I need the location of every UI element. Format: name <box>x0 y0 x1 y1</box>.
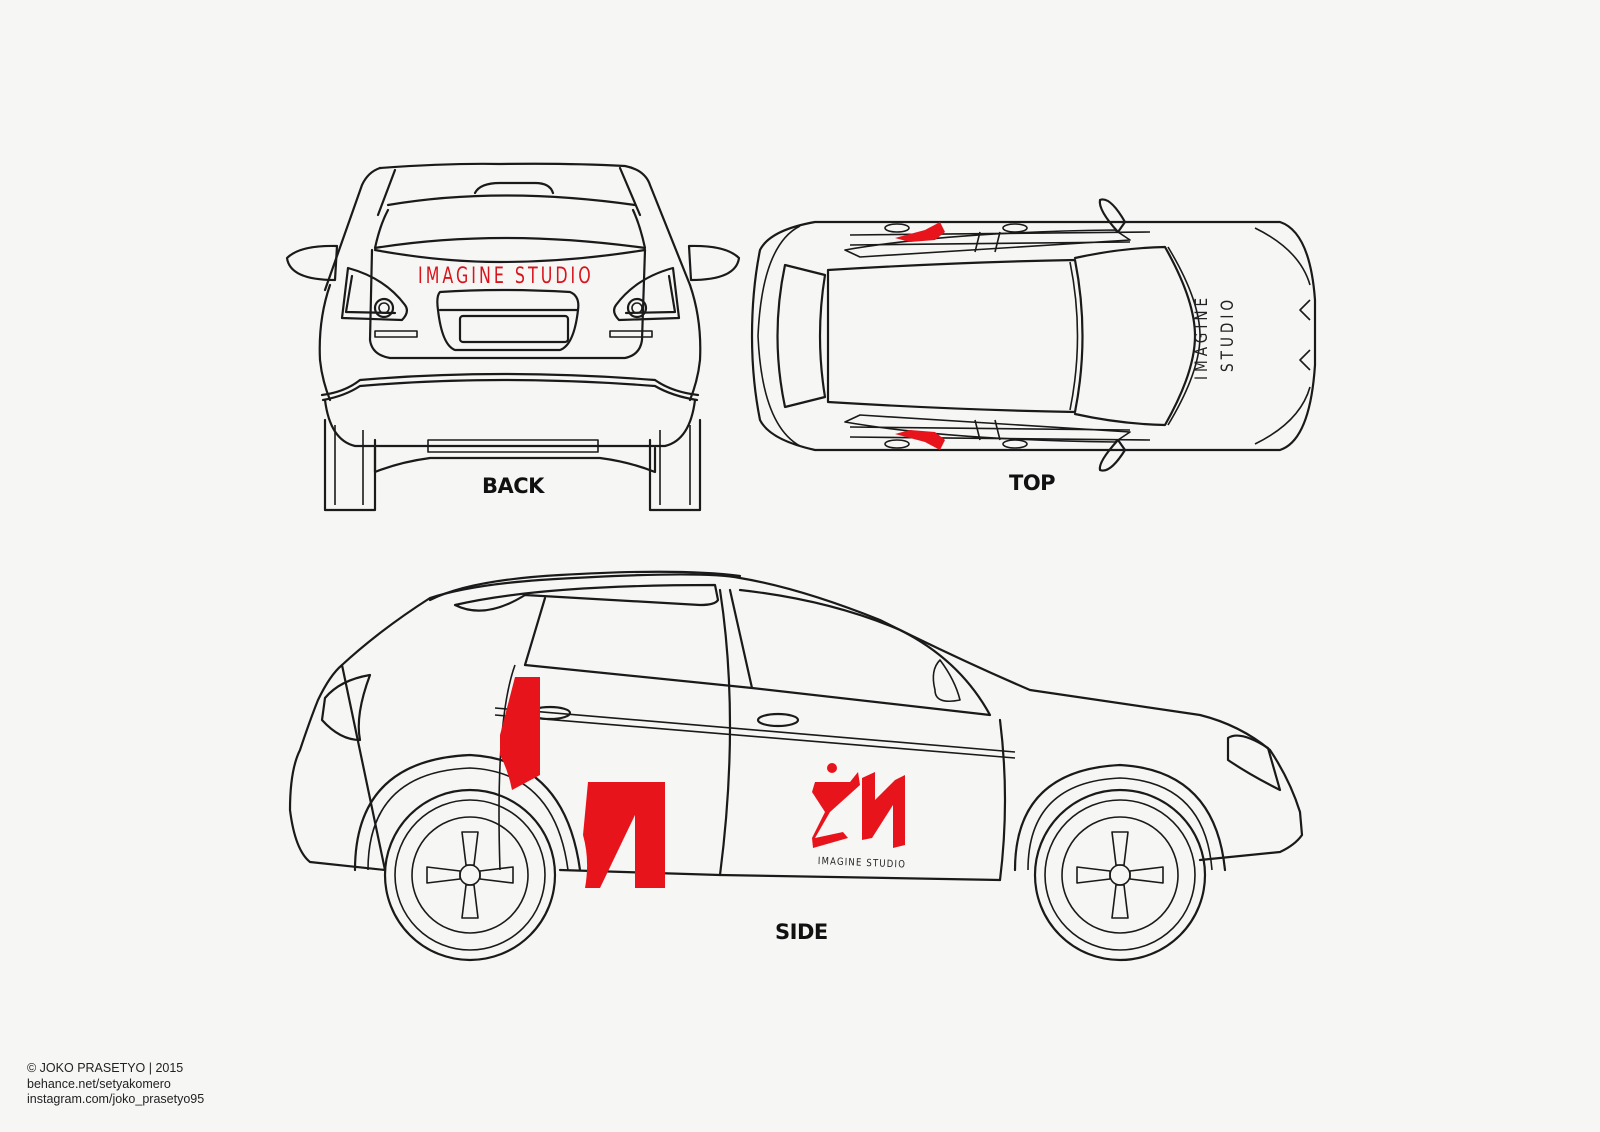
top-decal-text-line2: STUDIO <box>1218 295 1238 372</box>
side-livery-m-graphic <box>500 677 540 790</box>
imagine-studio-logo-mark <box>812 763 905 848</box>
top-view-label: TOP <box>1009 471 1056 495</box>
top-view-drawing <box>750 198 1317 472</box>
side-view-drawing <box>288 570 1304 962</box>
instagram-link-text: instagram.com/joko_prasetyo95 <box>27 1092 205 1106</box>
behance-link-text: behance.net/setyakomero <box>27 1076 171 1091</box>
back-decal-text: IMAGINE STUDIO <box>418 264 594 289</box>
side-view-label: SIDE <box>775 920 828 944</box>
credits-block: © JOKO PRASETYO | 2015 behance.net/setya… <box>27 1061 204 1108</box>
front-wheel <box>1033 788 1207 962</box>
top-decal-text-line1: IMAGINE <box>1192 293 1212 380</box>
copyright-line: © JOKO PRASETYO | 2015 <box>27 1061 184 1075</box>
back-view-drawing <box>285 162 741 512</box>
back-view-label: BACK <box>482 474 544 498</box>
rear-wheel <box>383 788 557 962</box>
